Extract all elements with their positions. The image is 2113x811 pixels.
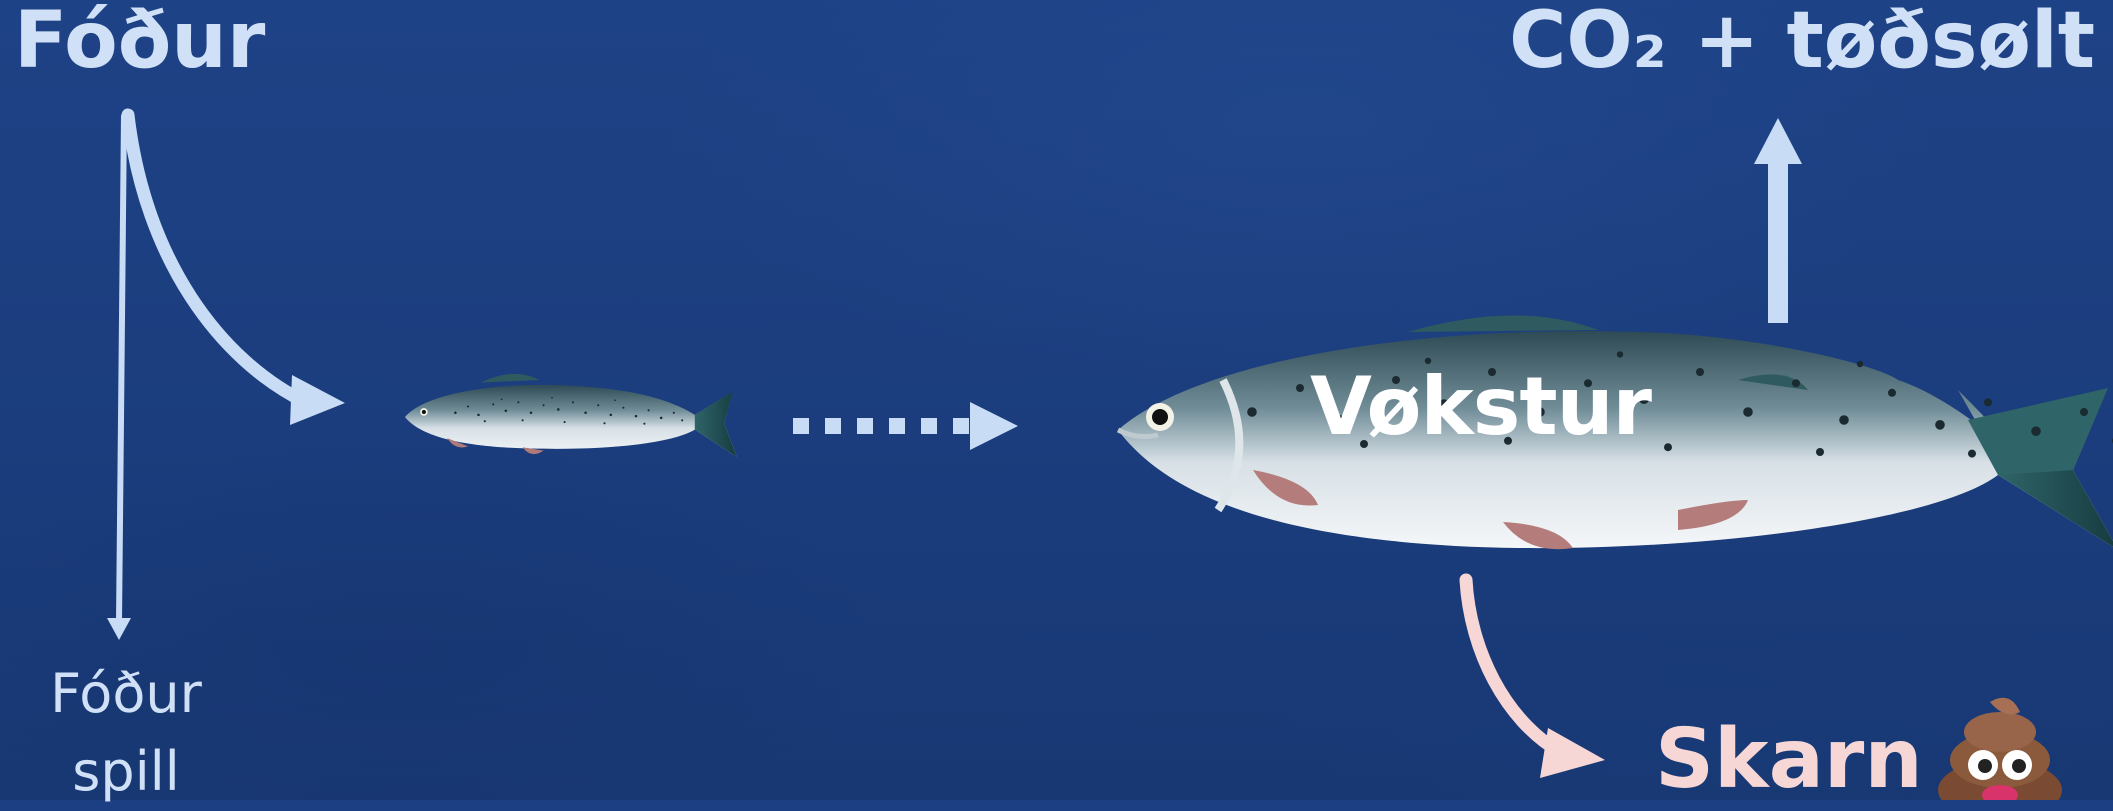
small-salmon-icon: [405, 374, 737, 457]
spill-arrow: [107, 115, 131, 640]
waste-label: Skarn: [1655, 712, 1923, 807]
poop-emoji-icon: [1938, 698, 2062, 800]
growth-label: Vøkstur: [1310, 360, 1651, 453]
spill-line-2: spill: [46, 733, 206, 811]
waste-arrow: [1466, 580, 1605, 778]
growth-dotted-arrow: [793, 402, 1018, 450]
feed-spill-label: Fóður spill: [46, 655, 206, 811]
feed-arrow: [128, 115, 345, 425]
co2-arrow: [1754, 118, 1802, 323]
spill-line-1: Fóður: [46, 655, 206, 733]
